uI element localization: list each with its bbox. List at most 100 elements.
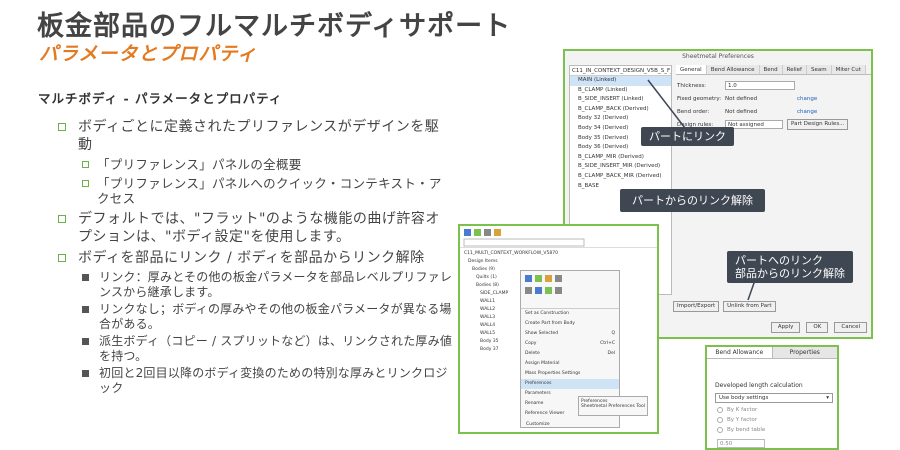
tree-item[interactable]: WALL5 <box>480 331 496 336</box>
menu-assign-material[interactable]: Assign Material <box>525 361 560 366</box>
callout-link-unlink: パートへのリンク 部品からのリンク解除 <box>727 251 853 283</box>
submenu-preferences[interactable]: Preferences <box>581 399 608 404</box>
tree-item[interactable]: SIDE_CLAMP <box>480 291 509 296</box>
menu-parameters[interactable]: Parameters <box>525 391 551 396</box>
chevron-down-icon: ▾ <box>826 395 829 401</box>
tree-item[interactable]: B_CLAMP_BACK (Derived) <box>578 105 649 112</box>
tree-item[interactable]: WALL3 <box>480 315 496 320</box>
tree-item[interactable]: B_CLAMP_BACK_MIR (Derived) <box>578 172 662 179</box>
tree-item[interactable]: Bodies (8) <box>476 283 499 288</box>
tab-miter-cut[interactable]: Miter Cut <box>831 65 866 74</box>
callout-link: パートにリンク <box>641 127 734 146</box>
preferences-tabs: General Bend Allowance Bend Relief Seam … <box>676 65 871 75</box>
tab-properties[interactable]: Properties <box>772 347 837 358</box>
change-link[interactable]: change <box>797 108 818 115</box>
bullet-list: ボディごとに定義されたプリファレンスがデザインを駆動 「プリファレンス」パネルの… <box>58 118 453 398</box>
tree-item[interactable]: Body 34 (Derived) <box>578 124 629 131</box>
menu-mass-properties[interactable]: Mass Properties Settings <box>525 371 581 376</box>
tree-item[interactable]: WALL2 <box>480 307 496 312</box>
part-design-rules-button[interactable]: Part Design Rules... <box>787 119 849 130</box>
tree-item[interactable]: WALL4 <box>480 323 496 328</box>
tab-bend-allowance[interactable]: Bend Allowance <box>706 65 760 74</box>
ok-button[interactable]: OK <box>806 322 829 333</box>
thickness-row: Thickness: 1.0 <box>677 79 867 92</box>
menu-preferences[interactable]: Preferences <box>521 379 619 389</box>
preferences-submenu: Preferences Sheetmetal Preferences Tool <box>578 396 648 416</box>
unlink-from-part-button[interactable]: Unlink from Part <box>723 301 776 312</box>
slide-subtitle: パラメータとプロパティ <box>39 43 258 65</box>
thickness-label: Thickness: <box>677 82 707 89</box>
bullet-marker <box>82 161 89 168</box>
bullet-item: ボディごとに定義されたプリファレンスがデザインを駆動 <box>58 118 453 154</box>
bullet-marker <box>58 215 66 223</box>
callout-line: パートへのリンク <box>735 254 823 267</box>
import-export-button[interactable]: Import/Export <box>673 301 720 312</box>
submenu-sheetmetal-preferences-tool[interactable]: Sheetmetal Preferences Tool <box>581 404 646 409</box>
mini-toolbar-icons <box>525 275 562 294</box>
design-rules-row: Design rules: Not assigned Part Design R… <box>677 118 867 131</box>
tree-item[interactable]: Body 32 (Derived) <box>578 115 629 122</box>
tree-item[interactable]: B_SIDE_INSERT_MIR (Derived) <box>578 163 661 170</box>
radio-bend-table[interactable]: By bend table <box>717 427 765 433</box>
tree-item[interactable]: C11_MULTI_CONTEXT_WORKFLOW_V5870 <box>464 251 558 256</box>
dialog-bottom-buttons: Import/Export Unlink from Part <box>673 301 776 312</box>
tree-item[interactable]: Body 37 <box>480 347 499 352</box>
design-rules-select[interactable]: Not assigned <box>725 120 783 129</box>
radio-k-factor[interactable]: By K factor <box>717 407 757 413</box>
bend-order-value: Not defined <box>725 108 758 115</box>
model-tree-panel: C11_MULTI_CONTEXT_WORKFLOW_V5870 Design … <box>458 224 659 434</box>
tree-item[interactable]: Body 35 (Derived) <box>578 134 629 141</box>
tree-item[interactable]: Design Items <box>468 259 498 264</box>
menu-reference-viewer[interactable]: Reference Viewer <box>525 411 565 416</box>
cancel-button[interactable]: Cancel <box>834 322 867 333</box>
tab-bend[interactable]: Bend <box>759 65 783 74</box>
sub-bullet-item: 「プリファレンス」パネルの全概要 <box>82 157 453 172</box>
dialog-title: Sheetmetal Preferences <box>682 53 754 60</box>
bullet-item: デフォルトでは、"フラット"のような機能の曲げ許容オプションは、"ボディ設定"を… <box>58 210 453 246</box>
bend-order-row: Bend order: Not defined change <box>677 105 867 118</box>
tree-item[interactable]: B_CLAMP_MIR (Derived) <box>578 153 644 160</box>
apply-button[interactable]: Apply <box>770 322 801 333</box>
change-link[interactable]: change <box>797 95 818 102</box>
callout-line: 部品からのリンク解除 <box>735 267 845 280</box>
bullet-marker <box>58 254 66 262</box>
sheetmetal-preferences-dialog: Sheetmetal Preferences C11_IN_CONTEXT_DE… <box>563 49 873 339</box>
bend-order-label: Bend order: <box>677 108 710 115</box>
bullet-marker <box>58 123 66 131</box>
tree-item[interactable]: B_BASE <box>578 182 600 189</box>
fixed-geometry-label: Fixed geometry: <box>677 95 722 102</box>
developed-length-select[interactable]: Use body settings ▾ <box>715 393 833 403</box>
tree-item[interactable]: B_SIDE_INSERT (Linked) <box>578 96 644 103</box>
bullet-marker <box>82 180 89 187</box>
radio-y-factor[interactable]: By Y factor <box>717 417 757 423</box>
sub-bullet-item: リンク：厚みとその他の板金パラメータを部品レベルプリファレンスから継承します。 <box>82 270 453 299</box>
tree-item[interactable]: B_CLAMP (Linked) <box>578 86 628 93</box>
menu-rename[interactable]: Rename <box>525 401 544 406</box>
section-heading: マルチボディ - パラメータとプロパティ <box>38 91 283 106</box>
tree-item[interactable]: Body 35 <box>480 339 499 344</box>
tree-item[interactable]: Quilts (1) <box>476 275 497 280</box>
tree-header: C11_IN_CONTEXT_DESIGN_V5B_S_F_I <box>570 68 671 76</box>
slide-title: 板金部品のフルマルチボディサポート <box>37 11 512 42</box>
tab-seam[interactable]: Seam <box>807 65 832 74</box>
factor-value-input[interactable]: 0.50 <box>717 439 765 448</box>
bullet-marker <box>82 306 89 313</box>
tab-relief[interactable]: Relief <box>782 65 807 74</box>
tab-general[interactable]: General <box>676 65 707 74</box>
menu-customize[interactable]: Customize <box>526 422 550 427</box>
radio-dot <box>717 407 723 413</box>
tree-item[interactable]: Body 36 (Derived) <box>578 144 629 151</box>
general-properties: Thickness: 1.0 Fixed geometry: Not defin… <box>677 79 867 131</box>
thickness-input[interactable]: 1.0 <box>725 81 795 90</box>
design-rules-label: Design rules: <box>677 121 714 128</box>
menu-create-part-from-body[interactable]: Create Part from Body <box>525 321 575 326</box>
bullet-marker <box>82 370 89 377</box>
menu-set-as-construction[interactable]: Set as Construction <box>525 311 570 316</box>
tree-item[interactable]: WALL1 <box>480 299 496 304</box>
tab-bend-allowance[interactable]: Bend Allowance <box>707 347 773 358</box>
tree-item[interactable]: MAIN (Linked) <box>570 76 671 86</box>
tree-item[interactable]: Bodies (9) <box>472 267 495 272</box>
